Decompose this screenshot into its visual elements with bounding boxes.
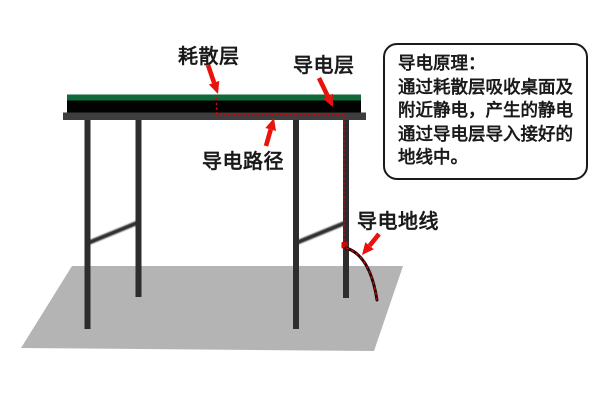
table-frame: [63, 112, 366, 120]
conductive-layer: [67, 100, 361, 113]
floor: [21, 266, 403, 351]
conductive-path-dashed-line: [215, 98, 345, 245]
arrow-shaft: [367, 232, 381, 248]
label-conductive-path: 导电路径: [202, 149, 284, 173]
table-leg-back-right: [343, 119, 349, 298]
arrow-head: [362, 242, 374, 255]
principle-box-line: 地线中。: [398, 148, 468, 169]
dissipative-layer: [67, 94, 361, 101]
arrow-head: [265, 118, 276, 131]
side-brace-left: [87, 220, 139, 245]
principle-box-line: 通过耗散层吸收桌面及: [398, 77, 573, 98]
label-ground-wire: 导电地线: [357, 209, 439, 233]
arrow-head: [322, 93, 333, 107]
arrow-shaft: [263, 128, 273, 147]
label-conductive-layer: 导电层: [293, 53, 355, 77]
arrow-shaft: [316, 76, 330, 98]
principle-box-title: 导电原理：: [398, 54, 486, 74]
arrow-dissipative-layer: [205, 64, 220, 94]
label-dissipative-layer: 耗散层: [178, 44, 240, 68]
side-brace-right: [295, 220, 347, 245]
principle-box-line: 通过导电层导入接好的: [398, 124, 573, 145]
principle-box: 导电原理： 通过耗散层吸收桌面及 附近静电，产生的静电 通过导电层导入接好的 地…: [383, 43, 588, 180]
table-leg-front-right: [293, 119, 299, 329]
table-leg-front-left: [84, 119, 91, 329]
arrow-head: [208, 80, 220, 94]
arrow-ground-wire: [362, 232, 381, 255]
principle-box-line: 附近静电，产生的静电: [398, 101, 573, 122]
arrow-conductive-path: [263, 118, 276, 147]
ground-wire: [344, 246, 379, 302]
arrow-conductive-layer: [316, 76, 333, 107]
arrow-shaft: [205, 64, 217, 84]
table-leg-back-left: [135, 119, 142, 297]
